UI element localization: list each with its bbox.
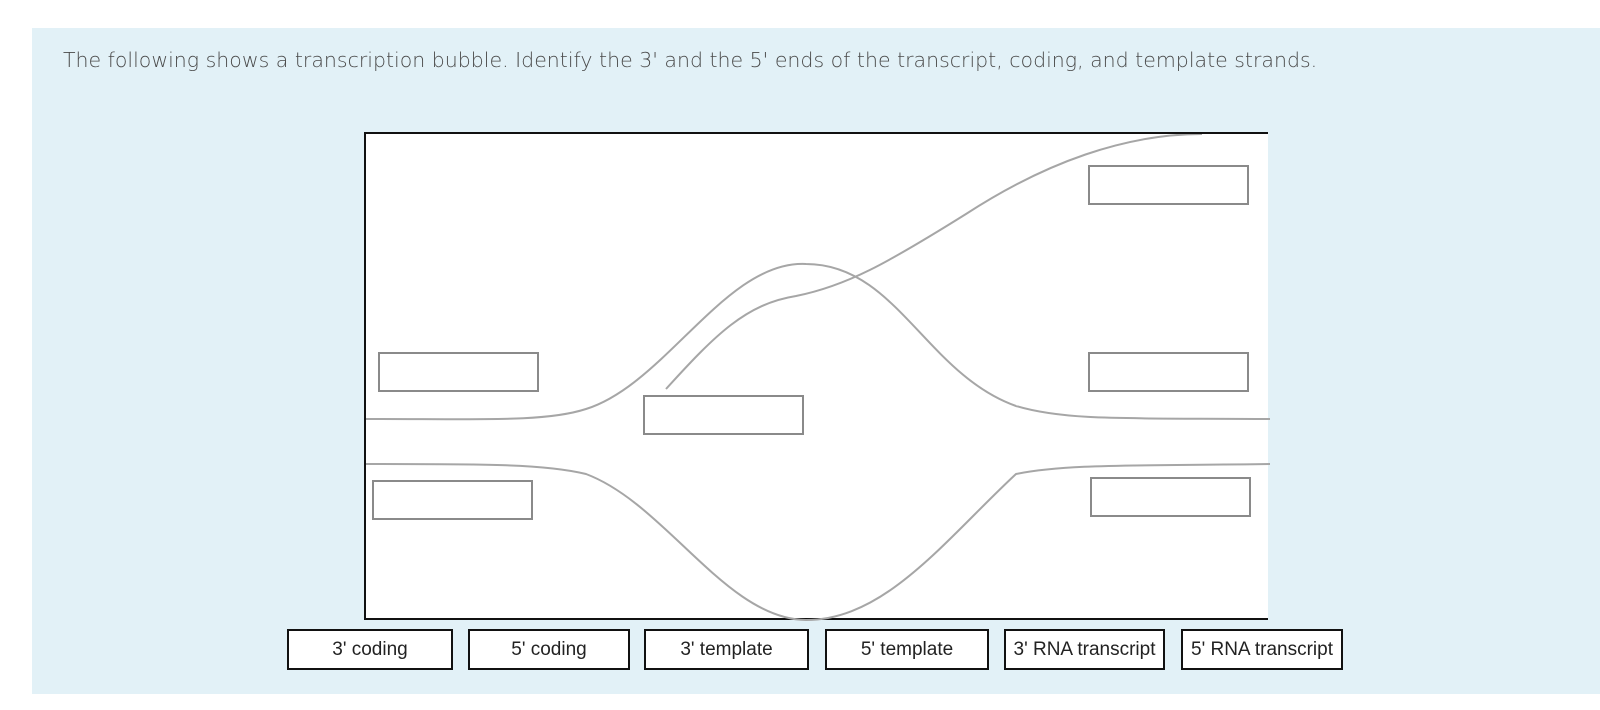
question-prompt: The following shows a transcription bubb…	[63, 48, 1318, 72]
drop-zone-upper-left-end[interactable]	[378, 352, 539, 392]
drop-zone-transcript-end[interactable]	[1088, 165, 1249, 205]
lower-dna-strand	[366, 463, 1270, 622]
drop-zone-lower-left-end[interactable]	[372, 480, 533, 520]
rna-transcript-strand	[665, 134, 1203, 390]
drop-zone-lower-right-end[interactable]	[1090, 477, 1251, 517]
answer-tile-3-coding[interactable]: 3' coding	[287, 629, 453, 670]
answer-tile-5-template[interactable]: 5' template	[825, 629, 989, 670]
drop-zone-transcript-start[interactable]	[643, 395, 804, 435]
answer-tile-3-template[interactable]: 3' template	[644, 629, 809, 670]
answer-tile-5-rna-transcript[interactable]: 5' RNA transcript	[1181, 629, 1343, 670]
drop-zone-upper-right-end[interactable]	[1088, 352, 1249, 392]
upper-dna-strand	[366, 262, 1270, 421]
answer-tile-3-rna-transcript[interactable]: 3' RNA transcript	[1004, 629, 1165, 670]
answer-tile-5-coding[interactable]: 5' coding	[468, 629, 630, 670]
strand-curves	[366, 134, 1270, 622]
